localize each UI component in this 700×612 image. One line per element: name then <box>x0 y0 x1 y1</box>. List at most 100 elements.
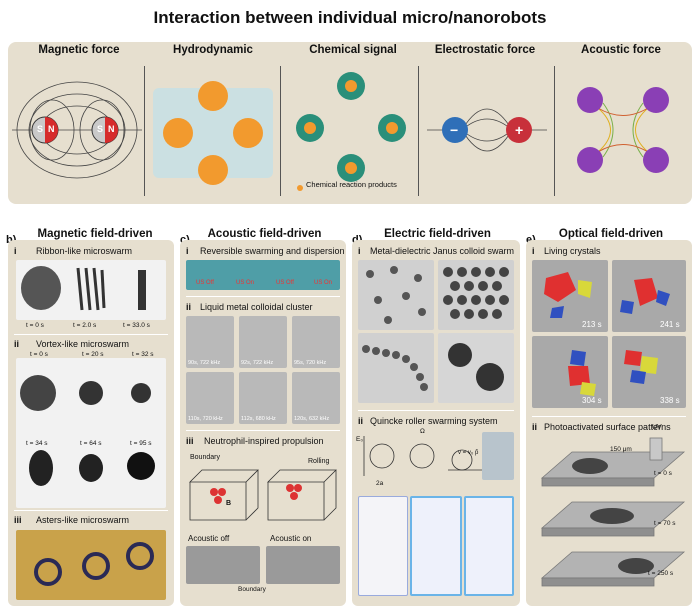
minus-sign: − <box>450 122 459 138</box>
time-cap: t = 250 s <box>648 570 674 577</box>
row-num: iii <box>14 515 22 525</box>
row-num: ii <box>14 339 20 349</box>
vortex-label: Vortex-like microswarm <box>36 339 130 349</box>
panel-d: i Metal-dielectric Janus colloid swarm i… <box>352 240 520 606</box>
electrostatic-diagram <box>427 108 547 152</box>
time-cap: 338 s <box>660 396 680 405</box>
cluster-image <box>239 372 287 424</box>
scale-label: 150 μm <box>610 446 632 453</box>
janus-image <box>358 260 434 330</box>
quincke-label: Quincke roller swarming system <box>370 416 498 426</box>
time-cap: 304 s <box>582 396 602 405</box>
acoustic-diagram <box>577 87 669 173</box>
cap: 110s, 720 kHz <box>188 416 223 422</box>
force-title-hydrodynamic: Hydrodynamic <box>173 44 253 56</box>
acoustic-on-label: Acoustic on <box>270 534 312 543</box>
b-vector-label: B <box>226 500 232 507</box>
e0-label: E₀ <box>356 436 364 443</box>
divider <box>14 510 168 511</box>
reversible-label: Reversible swarming and dispersion <box>200 246 345 256</box>
time-cap: t = 0 s <box>654 470 672 477</box>
acoustic-off-label: Acoustic off <box>188 534 230 543</box>
pole-s-1: S <box>37 124 44 134</box>
divider <box>144 66 145 196</box>
ribbon-label: Ribbon-like microswarm <box>36 246 133 256</box>
cluster-image <box>239 316 287 368</box>
cluster-image <box>292 316 340 368</box>
liquid-metal-label: Liquid metal colloidal cluster <box>200 302 313 312</box>
uv-label: UV <box>652 424 662 431</box>
time-cap: t = 0 s <box>26 322 44 329</box>
hydrodynamic-diagram <box>153 81 273 185</box>
cluster-image <box>186 372 234 424</box>
surface-pattern-diagram <box>540 437 686 587</box>
roller-image <box>464 496 514 596</box>
chem-legend: Chemical reaction products <box>306 180 397 189</box>
time-cap: t = 2.0 s <box>73 322 97 329</box>
reversible-image <box>186 260 340 290</box>
row-num: i <box>532 246 535 256</box>
ribbon-image <box>16 260 166 320</box>
neutrophil-diagram <box>189 469 337 521</box>
page-title: Interaction between individual micro/nan… <box>153 8 547 27</box>
row-num: i <box>358 246 361 256</box>
crystal-image <box>612 260 686 332</box>
cap: 90s, 722 kHz <box>188 360 221 366</box>
two-a-label: 2a <box>376 480 384 487</box>
acoustic-off-image <box>186 546 260 584</box>
row-num: i <box>186 246 189 256</box>
pole-s-2: S <box>97 124 104 134</box>
time-cap: t = 34 s <box>26 440 48 447</box>
janus-image <box>438 260 514 330</box>
divider <box>186 430 340 431</box>
rolling-label: Rolling <box>308 458 330 465</box>
panel-a: Magnetic force Hydrodynamic Chemical sig… <box>8 42 692 204</box>
cluster-image <box>186 316 234 368</box>
divider <box>418 66 419 196</box>
roller-image <box>410 496 462 596</box>
time-cap: t = 64 s <box>80 440 102 447</box>
crystal-image <box>532 260 608 332</box>
time-cap: t = 95 s <box>130 440 152 447</box>
janus-label: Metal-dielectric Janus colloid swarm <box>370 246 515 256</box>
divider <box>186 296 340 297</box>
roller-image <box>358 496 408 596</box>
tag: US Off <box>276 280 294 286</box>
divider <box>532 416 686 417</box>
magnetic-field-diagram <box>12 81 142 179</box>
time-cap: t = 32 s <box>132 351 154 358</box>
time-cap: t = 0 s <box>30 351 48 358</box>
force-title-chemical: Chemical signal <box>309 44 397 56</box>
panel-c: i Reversible swarming and dispersion US … <box>180 240 346 606</box>
panel-e: i Living crystals 213 s 241 s 304 s 338 … <box>526 240 692 606</box>
vortex-image <box>16 358 166 508</box>
row-num: ii <box>532 422 538 432</box>
cap: 95s, 720 kHz <box>294 360 327 366</box>
living-crystals-label: Living crystals <box>544 246 601 256</box>
neutrophil-label: Neutrophil-inspired propulsion <box>204 436 324 446</box>
time-cap: t = 33.0 s <box>123 322 150 329</box>
quincke-diagram <box>363 436 488 476</box>
tag: US On <box>314 280 333 286</box>
row-num: i <box>14 246 17 256</box>
crystal-image <box>532 336 608 408</box>
cluster-image <box>292 372 340 424</box>
omega-label: Ω <box>420 428 425 435</box>
time-cap: t = 20 s <box>82 351 104 358</box>
janus-image <box>358 333 434 403</box>
velocity-eq: v = v₀ p̂ <box>458 450 479 456</box>
row-num: iii <box>186 436 194 446</box>
asters-label: Asters-like microswarm <box>36 515 130 525</box>
boundary-label: Boundary <box>238 586 266 593</box>
boundary-label: Boundary <box>190 454 220 461</box>
divider <box>14 334 168 335</box>
time-cap: 213 s <box>582 320 602 329</box>
time-cap: t = 70 s <box>654 520 676 527</box>
divider <box>280 66 281 196</box>
janus-image <box>438 333 514 403</box>
force-title-magnetic: Magnetic force <box>38 44 120 56</box>
plus-sign: + <box>515 122 524 138</box>
cap: 92s, 722 kHz <box>241 360 274 366</box>
roller-inset-image <box>482 432 514 480</box>
acoustic-on-image <box>266 546 340 584</box>
